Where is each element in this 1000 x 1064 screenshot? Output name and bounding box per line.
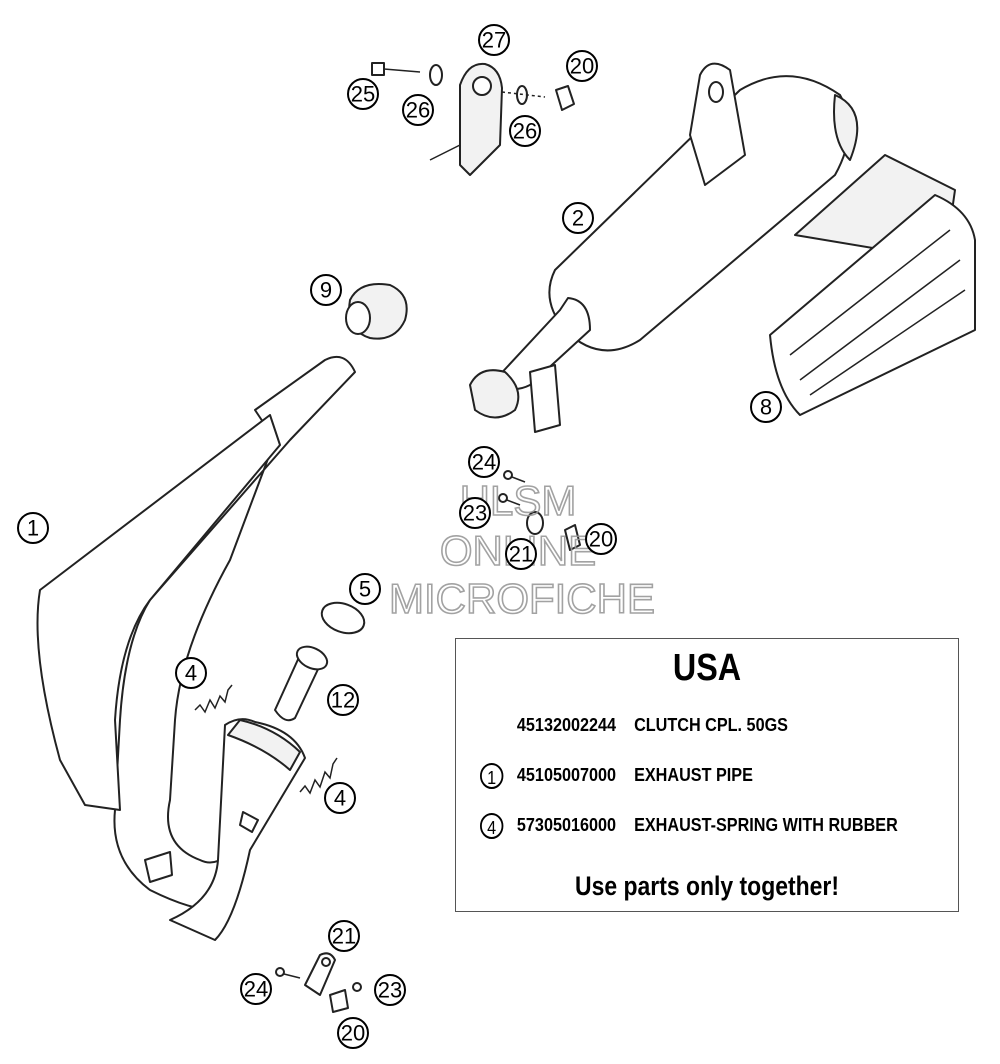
callout-26: 26 xyxy=(509,115,541,147)
callout-label: 8 xyxy=(760,395,772,420)
callout-20: 20 xyxy=(585,523,617,555)
callout-label: 24 xyxy=(244,977,268,1002)
callout-label: 26 xyxy=(513,119,537,144)
callout-label: 21 xyxy=(509,542,533,567)
connector-sleeve xyxy=(274,645,329,722)
usage-note: Use parts only together! xyxy=(575,871,839,901)
part-description: EXHAUST-SPRING WITH RUBBER xyxy=(634,814,898,835)
callout-27: 27 xyxy=(478,24,510,56)
parts-row: 4 57305016000 EXHAUST-SPRING WITH RUBBER xyxy=(480,813,898,839)
callout-21: 21 xyxy=(505,538,537,570)
callout-label: 20 xyxy=(570,54,594,79)
rubber-grommet xyxy=(345,283,408,340)
callout-8: 8 xyxy=(750,391,782,423)
callout-4: 4 xyxy=(175,657,207,689)
washer-26-right xyxy=(501,85,546,105)
callout-26: 26 xyxy=(402,94,434,126)
callout-label: 20 xyxy=(589,527,613,552)
callout-4: 4 xyxy=(324,782,356,814)
callout-label: 26 xyxy=(406,98,430,123)
callout-12: 12 xyxy=(327,684,359,716)
part-description: EXHAUST PIPE xyxy=(634,764,753,785)
callout-1: 1 xyxy=(17,512,49,544)
ref-badge: 4 xyxy=(480,813,504,839)
mounting-bracket xyxy=(429,62,503,176)
callout-label: 1 xyxy=(27,516,39,541)
callout-label: 23 xyxy=(378,978,402,1003)
bolt-25 xyxy=(371,62,421,76)
part-number: 57305016000 xyxy=(516,814,617,835)
callout-label: 4 xyxy=(334,786,346,811)
parts-row: 1 45105007000 EXHAUST PIPE xyxy=(480,763,753,789)
callout-label: 9 xyxy=(320,278,332,303)
silencer-packing xyxy=(769,154,976,416)
callout-5: 5 xyxy=(349,573,381,605)
callout-23: 23 xyxy=(459,497,491,529)
part-description: CLUTCH CPL. 50GS xyxy=(634,715,788,735)
callout-23: 23 xyxy=(374,974,406,1006)
watermark: HLSM ONLINE MICROFICHE xyxy=(388,476,656,623)
callout-label: 27 xyxy=(482,28,506,53)
callout-label: 23 xyxy=(463,501,487,526)
callout-label: 2 xyxy=(572,206,584,231)
callout-label: 4 xyxy=(185,661,197,686)
callout-label: 12 xyxy=(331,688,355,713)
watermark-line-3: MICROFICHE xyxy=(389,575,655,622)
o-ring xyxy=(320,601,366,635)
callout-label: 5 xyxy=(359,577,371,602)
callout-label: 25 xyxy=(351,82,375,107)
parts-row: 45132002244 CLUTCH CPL. 50GS xyxy=(480,715,788,736)
silencer xyxy=(469,62,859,433)
callout-20: 20 xyxy=(337,1017,369,1049)
callout-label: 20 xyxy=(341,1021,365,1046)
ref-badge: 1 xyxy=(480,763,504,789)
exhaust-pipe xyxy=(36,356,356,941)
parts-info-box: USA 45132002244 CLUTCH CPL. 50GS 1 45105… xyxy=(455,638,959,912)
bottom-bracket-group xyxy=(275,952,362,1013)
callout-label: 21 xyxy=(332,924,356,949)
callout-label: 24 xyxy=(472,450,496,475)
exhaust-spring-upper xyxy=(194,684,233,714)
callout-20: 20 xyxy=(566,50,598,82)
callout-24: 24 xyxy=(468,446,500,478)
callout-24: 24 xyxy=(240,973,272,1005)
callout-21: 21 xyxy=(328,920,360,952)
callout-25: 25 xyxy=(347,78,379,110)
callout-2: 2 xyxy=(562,202,594,234)
region-title: USA xyxy=(672,647,742,689)
callout-9: 9 xyxy=(310,274,342,306)
exhaust-spring-lower xyxy=(299,757,338,795)
middle-fastener-group xyxy=(498,470,581,551)
clip-nut-20-top xyxy=(555,85,575,111)
part-number: 45105007000 xyxy=(516,764,617,785)
washer-26-left xyxy=(429,64,443,86)
part-number: 45132002244 xyxy=(516,715,617,735)
